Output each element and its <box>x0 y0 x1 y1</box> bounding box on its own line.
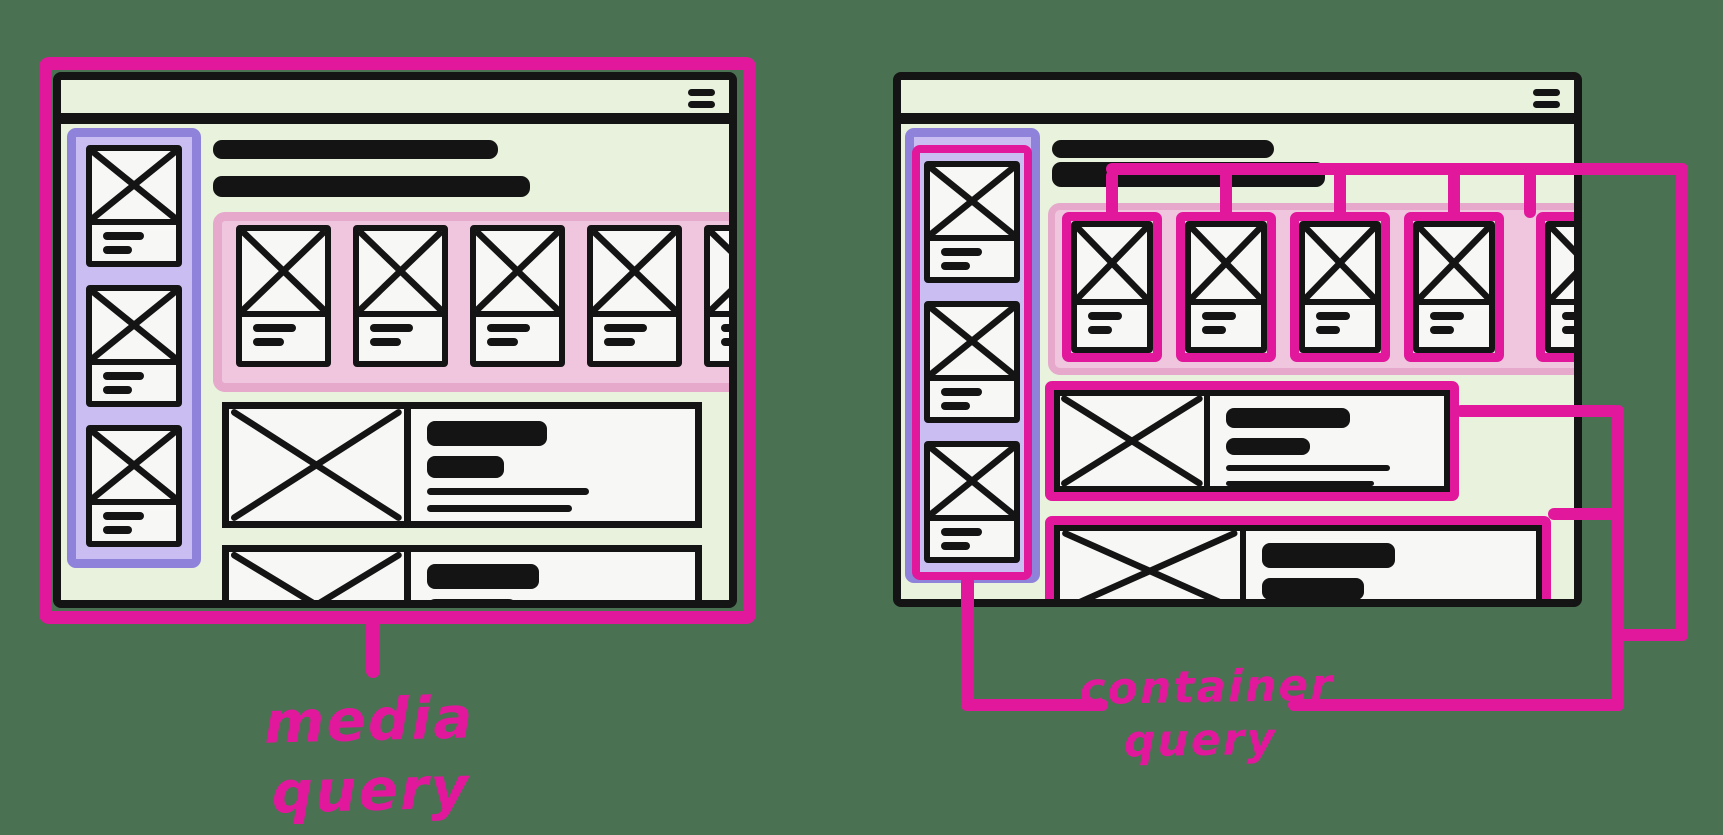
text-lines <box>92 365 176 401</box>
text-lines <box>92 505 176 541</box>
connector-line <box>1524 170 1536 218</box>
text-lines <box>1305 305 1375 347</box>
image-placeholder-icon <box>92 291 176 365</box>
menu-icon <box>1533 89 1560 113</box>
connector-line <box>1220 170 1232 218</box>
image-placeholder-icon <box>930 307 1014 381</box>
image-placeholder-icon <box>930 167 1014 241</box>
text-lines <box>411 409 695 521</box>
content-card <box>587 225 682 367</box>
article-row <box>222 402 702 528</box>
media-query-outline <box>39 57 756 624</box>
content-card <box>1071 221 1153 353</box>
container-query-outline-card <box>1062 212 1162 362</box>
connector-line <box>366 618 380 678</box>
text-lines <box>1246 531 1536 599</box>
content-card <box>704 225 729 367</box>
sidebar-card-list <box>924 159 1020 566</box>
sidebar-card <box>86 145 182 267</box>
content-card <box>1299 221 1381 353</box>
sidebar-card <box>86 425 182 547</box>
card-row <box>1062 212 1574 362</box>
article-row <box>222 545 702 600</box>
container-query-label: container query <box>1079 659 1335 768</box>
content-card <box>1185 221 1267 353</box>
image-placeholder-icon <box>1060 396 1210 486</box>
sidebar <box>67 128 201 568</box>
text-lines <box>411 552 695 600</box>
image-placeholder-icon <box>1191 227 1261 305</box>
heading-line <box>1052 140 1274 158</box>
sidebar-card <box>924 161 1020 283</box>
sidebar-card-list <box>82 143 186 553</box>
text-lines <box>92 225 176 261</box>
container-query-outline-card <box>1176 212 1276 362</box>
image-placeholder-icon <box>1551 227 1574 305</box>
sidebar-card <box>924 301 1020 423</box>
connector-line <box>1106 163 1688 175</box>
text-lines <box>710 317 729 361</box>
container-query-outline-article <box>1045 381 1459 501</box>
text-lines <box>1419 305 1489 347</box>
text-lines <box>476 317 559 361</box>
connector-line <box>1548 508 1620 520</box>
heading-line <box>213 140 498 159</box>
text-lines <box>930 241 1014 277</box>
image-placeholder-icon <box>92 431 176 505</box>
container-query-outline-article <box>1045 516 1551 599</box>
content-card <box>353 225 448 367</box>
text-lines <box>930 521 1014 557</box>
image-placeholder-icon <box>229 552 411 600</box>
image-placeholder-icon <box>229 409 411 521</box>
text-lines <box>1077 305 1147 347</box>
card-row <box>236 225 729 367</box>
connector-line <box>961 699 1108 711</box>
text-lines <box>930 381 1014 417</box>
container-query-outline-card <box>1536 212 1574 362</box>
connector-line <box>1676 163 1688 641</box>
image-placeholder-icon <box>710 231 729 317</box>
text-lines <box>1551 305 1574 347</box>
connector-line <box>1334 170 1346 218</box>
titlebar-divider <box>901 113 1574 124</box>
image-placeholder-icon <box>1419 227 1489 305</box>
connector-line <box>1288 699 1624 711</box>
text-lines <box>593 317 676 361</box>
image-placeholder-icon <box>476 231 559 317</box>
text-lines <box>1210 396 1444 487</box>
image-placeholder-icon <box>1060 531 1246 599</box>
connector-line <box>1455 405 1620 417</box>
image-placeholder-icon <box>1305 227 1375 305</box>
connector-line <box>1106 170 1118 218</box>
connector-line <box>1448 170 1460 218</box>
connector-line <box>1612 405 1624 711</box>
sidebar-card <box>924 441 1020 563</box>
heading-line <box>213 176 530 197</box>
content-card <box>470 225 565 367</box>
text-lines <box>1191 305 1261 347</box>
titlebar-divider <box>61 113 729 124</box>
menu-icon <box>688 89 715 113</box>
container-query-outline-sidebar <box>912 145 1032 580</box>
image-placeholder-icon <box>1077 227 1147 305</box>
image-placeholder-icon <box>92 151 176 225</box>
media-query-label: media query <box>263 683 476 827</box>
content-card <box>1413 221 1495 353</box>
container-query-outline-card <box>1404 212 1504 362</box>
image-placeholder-icon <box>359 231 442 317</box>
image-placeholder-icon <box>242 231 325 317</box>
connector-line <box>1612 629 1688 641</box>
container-query-outline-card <box>1290 212 1390 362</box>
browser-window-container-query <box>893 72 1582 607</box>
browser-window-media-query <box>53 72 737 608</box>
content-card <box>1545 221 1574 353</box>
image-placeholder-icon <box>930 447 1014 521</box>
image-placeholder-icon <box>593 231 676 317</box>
connector-line <box>961 575 974 711</box>
text-lines <box>242 317 325 361</box>
text-lines <box>359 317 442 361</box>
sidebar-card <box>86 285 182 407</box>
content-card <box>236 225 331 367</box>
